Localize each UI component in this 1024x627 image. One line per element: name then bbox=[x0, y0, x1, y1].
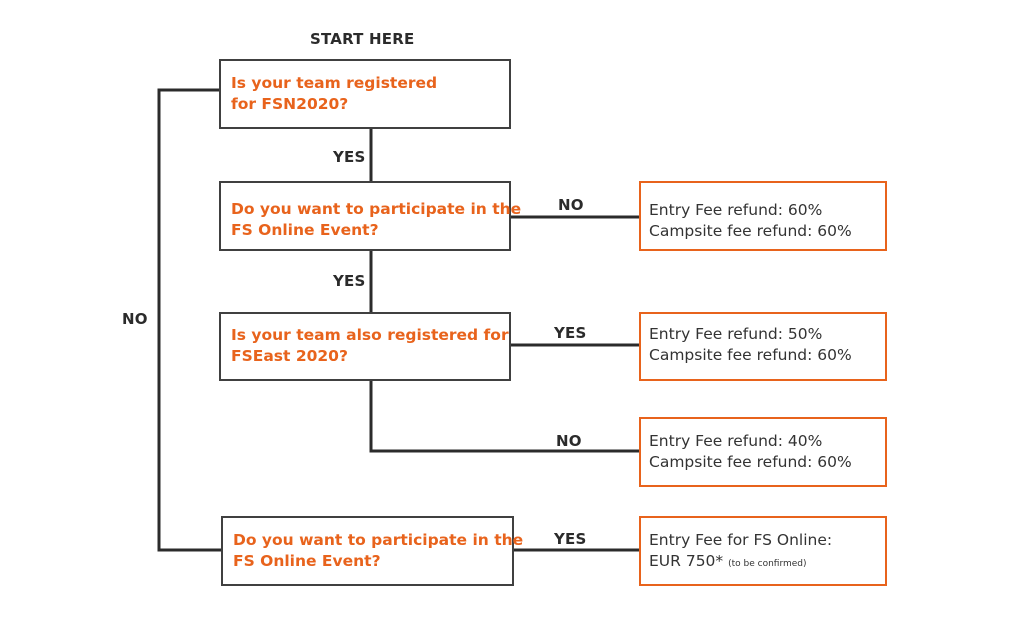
question-text-line1: Do you want to participate in the bbox=[231, 200, 522, 218]
line-q3-no bbox=[369, 380, 639, 453]
question-box-online-event-unregistered: Do you want to participate in the FS Onl… bbox=[221, 516, 524, 586]
outcome-text-line2: Campsite fee refund: 60% bbox=[649, 453, 852, 471]
outcome-text-line1: Entry Fee refund: 50% bbox=[649, 325, 823, 343]
edge-label-q2-no: NO bbox=[558, 196, 584, 214]
outcome-text-line1: Entry Fee for FS Online: bbox=[649, 531, 833, 549]
start-label: START HERE bbox=[310, 30, 415, 48]
outcome-box-refund-50: Entry Fee refund: 50% Campsite fee refun… bbox=[639, 312, 887, 381]
edge-label-q4-yes: YES bbox=[554, 530, 587, 548]
outcome-text-line2: EUR 750* (to be confirmed) bbox=[649, 551, 877, 575]
outcome-text-line2: Campsite fee refund: 60% bbox=[649, 346, 852, 364]
question-box-online-event: Do you want to participate in the FS Onl… bbox=[219, 181, 522, 251]
line-q1-no bbox=[157, 88, 221, 552]
outcome-box-online-fee: Entry Fee for FS Online: EUR 750* (to be… bbox=[639, 516, 887, 586]
outcome-box-refund-60: Entry Fee refund: 60% Campsite fee refun… bbox=[639, 181, 887, 251]
question-box-team-registered: Is your team registered for FSN2020? bbox=[219, 59, 511, 129]
edge-label-q1-yes: YES bbox=[333, 148, 366, 166]
fee-note: (to be confirmed) bbox=[728, 559, 807, 569]
edge-label-q2-yes: YES bbox=[333, 272, 366, 290]
outcome-text-line2: Campsite fee refund: 60% bbox=[649, 222, 852, 240]
question-text-line2: FSEast 2020? bbox=[231, 347, 348, 365]
question-text-line1: Do you want to participate in the bbox=[233, 531, 524, 549]
question-box-fseast-registered: Is your team also registered for FSEast … bbox=[219, 312, 511, 381]
question-text-line2: FS Online Event? bbox=[233, 552, 381, 570]
edge-label-q3-no: NO bbox=[556, 432, 582, 450]
edge-label-q3-yes: YES bbox=[554, 324, 587, 342]
outcome-text-line1: Entry Fee refund: 40% bbox=[649, 432, 823, 450]
question-text-line1: Is your team registered bbox=[231, 74, 438, 92]
outcome-text-line1: Entry Fee refund: 60% bbox=[649, 201, 823, 219]
outcome-box-refund-40: Entry Fee refund: 40% Campsite fee refun… bbox=[639, 417, 887, 487]
edge-label-q1-no: NO bbox=[122, 310, 148, 328]
question-text-line2: FS Online Event? bbox=[231, 221, 379, 239]
fee-amount: EUR 750* bbox=[649, 552, 724, 570]
question-text-line1: Is your team also registered for bbox=[231, 326, 509, 344]
question-text-line2: for FSN2020? bbox=[231, 95, 349, 113]
